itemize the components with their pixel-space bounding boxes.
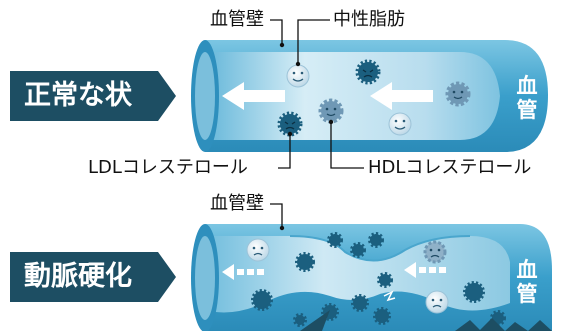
state-label-sclerosis: 動脈硬化 [10,252,158,302]
label-arrow-icon [158,252,176,302]
ldl-label: LDLコレステロール [88,157,248,178]
vessel-wall-label: 血管壁 [210,9,264,30]
vessel-label-char: 管 [516,282,538,306]
vessel-label-char: 血 [516,74,538,98]
white-arrow-icon [222,264,264,280]
white-arrow-icon [370,82,433,110]
label-arrow-icon [158,71,176,121]
leader-line [270,19,364,169]
leader-line [270,203,285,231]
vessel-wall-label: 血管壁 [210,193,264,214]
neutral-fat-icon [388,112,412,136]
hdl-particle-icon [318,98,344,124]
white-arrow-icon [222,82,285,110]
hdl-label: HDLコレステロール [368,157,532,178]
sad-face-icon [423,240,447,264]
ldl-particle-icon [355,59,381,85]
vessel-label: 血 管 [514,74,540,122]
neutral-fat-label: 中性脂肪 [333,9,405,30]
neutral-fat-icon [286,64,310,88]
vessel-label-char: 管 [516,98,538,122]
sad-face-icon [425,290,449,314]
state-label-normal: 正常な状態 [10,71,158,161]
plaque-icon [300,310,552,331]
hdl-particle-icon [445,81,471,107]
sad-face-icon [246,238,270,262]
vessel-label-char: 血 [516,258,538,282]
crack-icon [383,290,396,302]
vessel-label: 血 管 [514,258,540,306]
ldl-particle-icon [277,111,303,137]
white-arrow-icon [404,262,446,278]
